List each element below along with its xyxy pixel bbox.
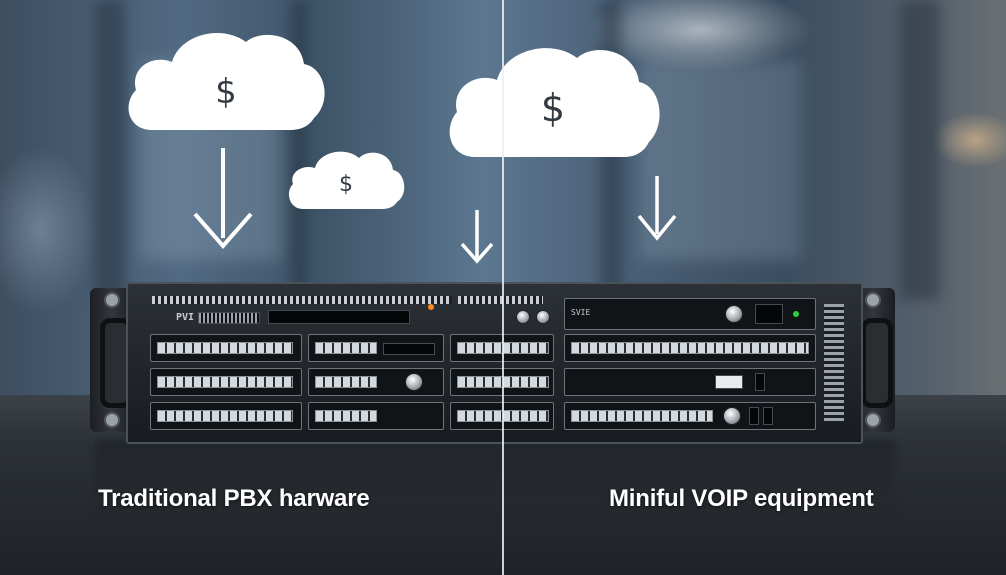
- arrow-down-icon: [193, 148, 253, 250]
- arrow-down-icon: [637, 176, 677, 241]
- drive-bay: [268, 310, 410, 324]
- line-card: [564, 368, 816, 396]
- control-module: SVIE: [564, 298, 816, 330]
- status-led: [428, 304, 434, 310]
- status-led: [793, 311, 799, 317]
- control-knob: [725, 305, 743, 323]
- chassis: PVI SVIE: [126, 282, 863, 444]
- cloud-left-large: $: [122, 24, 330, 132]
- line-card: [308, 402, 444, 430]
- line-card: [564, 334, 816, 362]
- side-vent: [824, 304, 844, 422]
- label-traditional-pbx: Traditional PBX harware: [98, 485, 370, 512]
- control-knob: [536, 310, 550, 324]
- port-slot: [763, 407, 773, 425]
- rack-equipment: PVI SVIE: [90, 282, 895, 444]
- top-vent: [152, 296, 452, 304]
- power-knob: [516, 310, 530, 324]
- cloud-icon: [288, 151, 405, 209]
- line-card: [150, 334, 302, 362]
- dollar-sign: $: [215, 72, 237, 112]
- line-card: [308, 334, 444, 362]
- top-vent: [458, 296, 543, 304]
- port-slot: [755, 373, 765, 391]
- label-voip-equipment: Miniful VOIP equipment: [609, 485, 874, 512]
- dollar-sign: $: [339, 172, 353, 197]
- line-card: [308, 368, 444, 396]
- port-slot: [749, 407, 759, 425]
- cloud-icon: [128, 32, 325, 130]
- rack-reflection: [95, 440, 895, 520]
- device-badge-right: SVIE: [571, 308, 591, 317]
- line-card: [564, 402, 816, 430]
- arrow-down-icon: [460, 210, 494, 264]
- display-slot: [198, 312, 260, 324]
- device-badge-left: PVI: [176, 312, 195, 323]
- line-card: [150, 402, 302, 430]
- dollar-sign: $: [540, 86, 566, 130]
- control-knob: [723, 407, 741, 425]
- display-slot: [715, 375, 743, 389]
- cloud-right-large: $: [443, 38, 663, 158]
- line-card: [150, 368, 302, 396]
- port-slot: [755, 304, 783, 324]
- cloud-left-small: $: [285, 146, 407, 210]
- split-divider: [502, 0, 504, 575]
